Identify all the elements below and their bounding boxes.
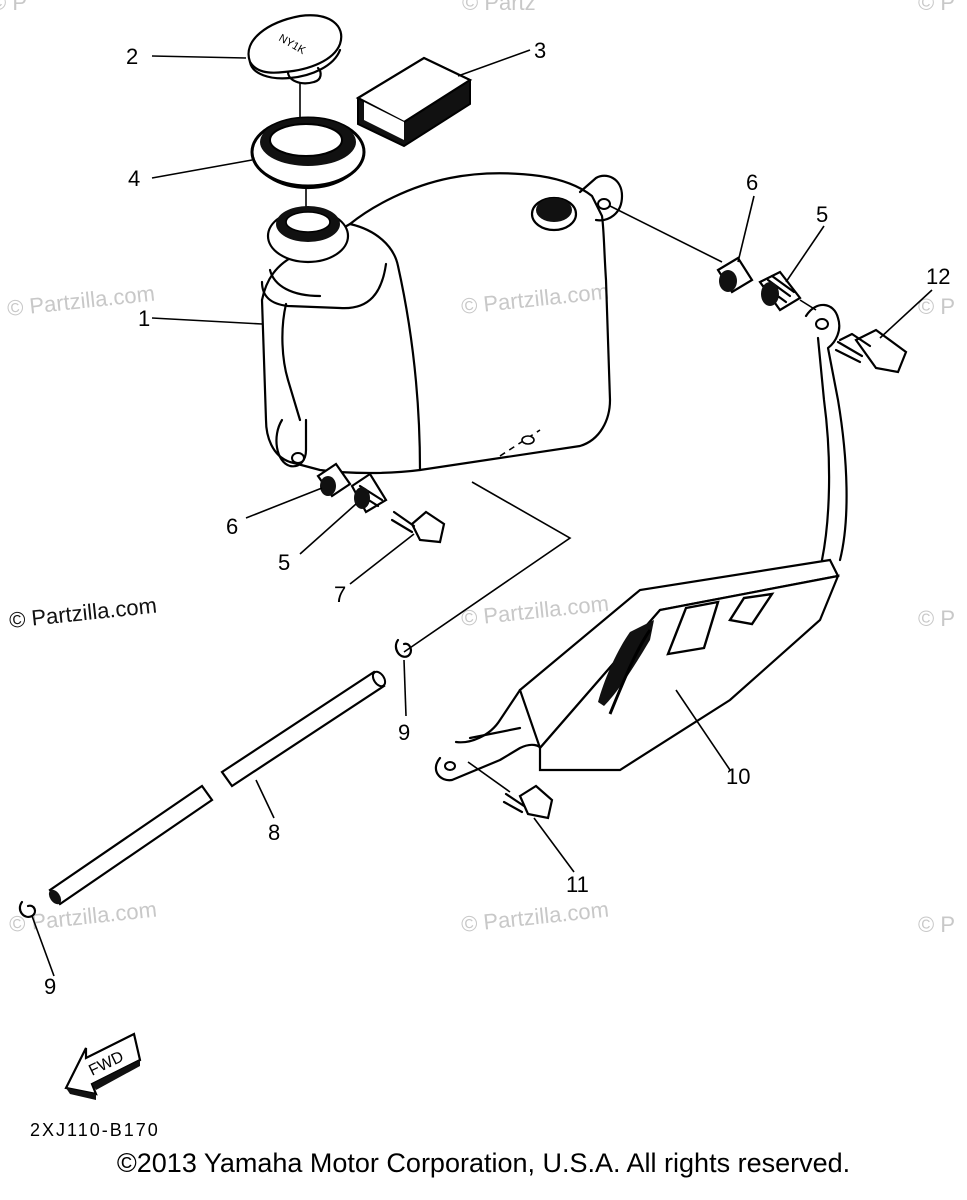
watermark-right-middle: © P [918, 606, 955, 631]
lower-collar-damper-bolt [316, 462, 446, 544]
callout-8: 8 [268, 820, 280, 845]
watermark-center-middle: © Partzilla.com [460, 591, 610, 631]
watermark-center-upper: © Partzilla.com [460, 279, 610, 319]
callout-12: 11 [566, 872, 589, 897]
fuel-tank [260, 172, 624, 475]
vent-guide-line [403, 481, 572, 653]
hose-clip-lower [18, 900, 37, 918]
vent-hose [48, 670, 387, 906]
watermark-top-center: © Partz [462, 0, 536, 15]
watermarks: © P © Partz © P © Partzilla.com © Partzi… [0, 0, 955, 937]
callout-1: 1 [138, 306, 150, 331]
filler-cap: NY1K [247, 14, 343, 118]
watermark-top-left: © P [0, 0, 27, 15]
callout-9-upper: 9 [398, 720, 410, 745]
diagram-code: 2XJ110-B170 [30, 1120, 160, 1140]
svg-text:NY1K: NY1K [277, 32, 308, 57]
copyright-notice: ©2013 Yamaha Motor Corporation, U.S.A. A… [116, 1148, 851, 1178]
watermark-left-middle: © Partzilla.com [8, 593, 158, 633]
callout-leaders [31, 49, 933, 977]
watermark-top-right: © P [918, 0, 955, 15]
filler-ring [250, 116, 366, 208]
callout-5-upper: 5 [816, 202, 828, 227]
callout-7: 7 [334, 582, 346, 607]
rubber-block [355, 56, 473, 148]
watermark-center-lower: © Partzilla.com [460, 897, 610, 937]
watermark-right-lower: © P [918, 912, 955, 937]
callout-9-lower: 9 [44, 974, 56, 999]
tank-bracket [434, 303, 848, 793]
lower-bolt [502, 784, 554, 820]
callouts: 2 3 4 1 6 5 12 6 5 7 9 8 10 11 9 [44, 38, 950, 999]
callout-11: 12 [926, 264, 950, 289]
fwd-arrow-icon: FWD [64, 1032, 142, 1100]
callout-10: 10 [726, 764, 750, 789]
upper-collar-damper [609, 205, 817, 312]
hose-clip-upper [394, 638, 413, 658]
callout-3: 3 [534, 38, 546, 63]
callout-6-upper: 6 [746, 170, 758, 195]
callout-4: 4 [128, 166, 140, 191]
watermark-left-upper: © Partzilla.com [6, 281, 156, 321]
callout-5-lower: 5 [278, 550, 290, 575]
upper-bolt [834, 328, 908, 374]
callout-2: 2 [126, 44, 138, 69]
callout-6-lower: 6 [226, 514, 238, 539]
